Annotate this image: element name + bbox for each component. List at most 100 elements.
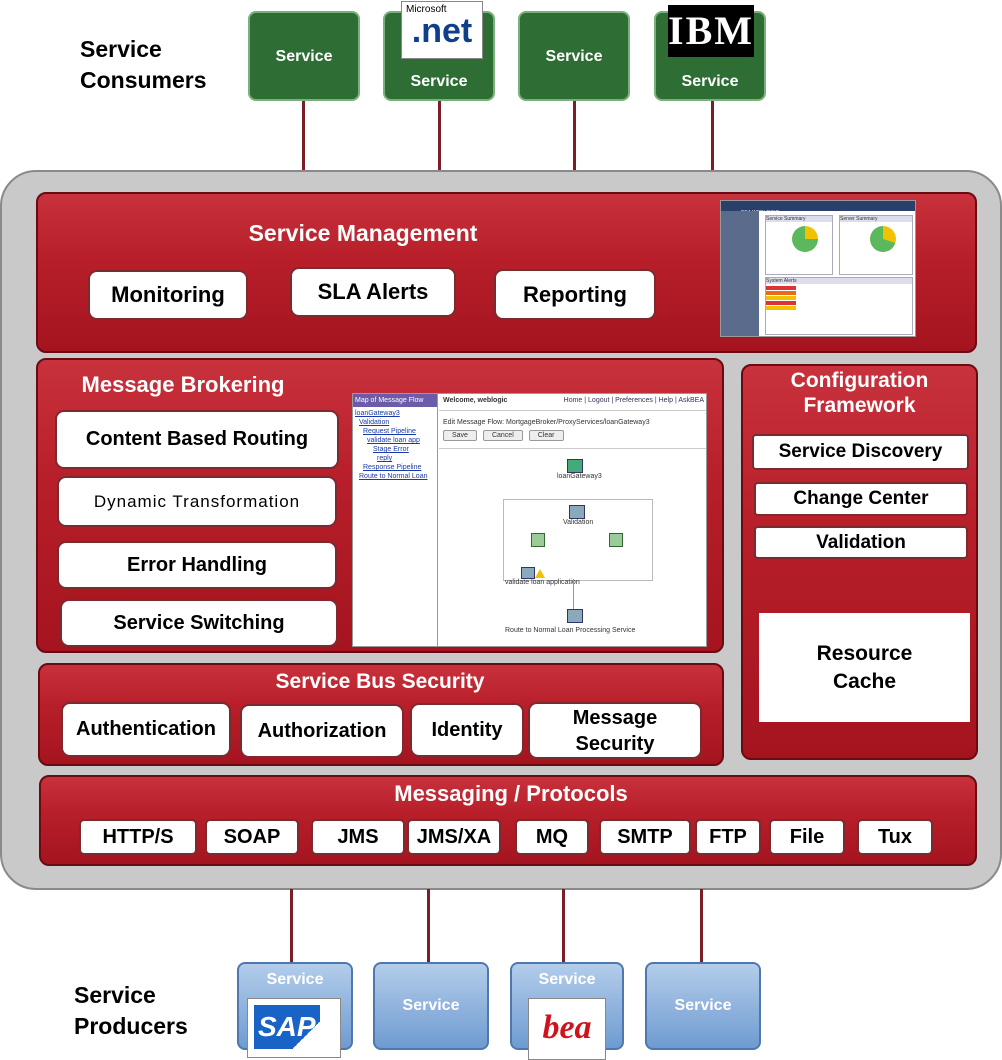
protocol-http-box: HTTP/S [79, 819, 197, 855]
dashboard-alerts: System Alerts [765, 277, 913, 335]
flow-node-icon [567, 609, 583, 623]
connector-line [427, 889, 430, 965]
content-based-routing-box: Content Based Routing [55, 410, 339, 469]
flow-tree-item[interactable]: loanGateway3 [355, 410, 400, 417]
producer-service-box: Service bea [510, 962, 624, 1060]
change-center-box: Change Center [754, 482, 968, 516]
monitoring-box: Monitoring [88, 270, 248, 320]
protocol-smtp-box: SMTP [599, 819, 691, 855]
dotnet-logo: Microsoft .net [401, 1, 483, 59]
producers-label: Service Producers [74, 982, 188, 1039]
flow-node-icon [569, 505, 585, 519]
consumers-label: Service Consumers [80, 36, 207, 93]
consumer-service-box: Service [518, 11, 630, 101]
flow-tree-item[interactable]: Request Pipeline [363, 428, 416, 435]
validation-box: Validation [754, 526, 968, 559]
service-label: Service [410, 73, 468, 90]
service-management-panel: Service Management Monitoring SLA Alerts… [36, 192, 977, 353]
dynamic-transformation-box: Dynamic Transformation [57, 476, 337, 527]
connector-line [711, 100, 714, 172]
producer-service-box: Service [373, 962, 489, 1050]
authorization-box: Authorization [240, 704, 404, 758]
flow-tree-item[interactable]: Validation [359, 419, 390, 426]
flow-connector [573, 579, 574, 609]
warning-icon [535, 569, 545, 578]
service-label: Service [681, 73, 739, 90]
dashboard-screenshot: BEA WEBLOGIC Service Summary Server Summ… [720, 200, 916, 337]
flow-tree-item[interactable]: reply [377, 455, 393, 462]
resource-cache-box: Resource Cache [759, 613, 970, 722]
cancel-button[interactable]: Cancel [482, 430, 523, 441]
flow-node-icon [521, 567, 535, 579]
dashboard-sidebar [721, 211, 759, 336]
protocol-tux-box: Tux [857, 819, 933, 855]
consumer-service-box: Microsoft .net Service [383, 1, 495, 101]
sap-logo-text: SAP [254, 1005, 320, 1049]
connector-line [302, 100, 305, 172]
service-label: Service [402, 997, 460, 1014]
service-label: Service [674, 997, 732, 1014]
messaging-protocols-title: Messaging / Protocols [394, 781, 628, 806]
authentication-box: Authentication [61, 702, 231, 757]
messaging-protocols-panel: Messaging / Protocols HTTP/S SOAP JMS JM… [39, 775, 977, 866]
error-handling-box: Error Handling [57, 541, 337, 589]
message-brokering-panel: Message Brokering Content Based Routing … [36, 358, 724, 653]
flow-tree-item[interactable]: Route to Normal Loan [359, 473, 428, 480]
edit-flow-title: Edit Message Flow: MortgageBroker/ProxyS… [443, 419, 650, 426]
flow-stage-box [503, 499, 653, 581]
flow-editor-pane: Welcome, weblogic Home | Logout | Prefer… [439, 394, 706, 646]
pie-chart [792, 226, 818, 252]
flow-node-label: loanGateway3 [557, 473, 602, 480]
flow-map-title: Map of Message Flow [353, 394, 437, 407]
editor-topbar: Welcome, weblogic Home | Logout | Prefer… [439, 394, 706, 411]
flow-node-label: Validation [563, 519, 594, 526]
ibm-logo: IBM [668, 5, 754, 57]
resource-cache-label: Resource Cache [816, 641, 913, 693]
service-switching-box: Service Switching [60, 599, 338, 647]
identity-box: Identity [410, 703, 524, 757]
service-discovery-box: Service Discovery [752, 434, 969, 470]
pie-chart [870, 226, 896, 252]
connector-line [438, 100, 441, 172]
flow-node-icon [567, 459, 583, 473]
protocol-jms-box: JMS [311, 819, 405, 855]
protocol-file-box: File [769, 819, 845, 855]
producer-service-box: Service [645, 962, 761, 1050]
flow-tree-item[interactable]: Stage Error [373, 446, 409, 453]
service-management-title: Service Management [248, 220, 478, 246]
flow-node-label: Route to Normal Loan Processing Service [505, 627, 636, 634]
bea-logo: bea [528, 998, 606, 1060]
dashboard-panel: Service Summary [765, 215, 833, 275]
dashboard-panel: Server Summary [839, 215, 913, 275]
protocol-mq-box: MQ [515, 819, 589, 855]
flow-node-icon [531, 533, 545, 547]
connector-line [700, 889, 703, 965]
sap-logo: SAP [247, 998, 341, 1058]
ibm-logo-text: IBM [668, 5, 754, 57]
protocol-soap-box: SOAP [205, 819, 299, 855]
flow-tree-item[interactable]: Response Pipeline [363, 464, 422, 471]
consumer-service-box: Service [248, 11, 360, 101]
clear-button[interactable]: Clear [528, 430, 564, 441]
message-brokering-title: Message Brokering [81, 372, 285, 397]
service-label: Service [545, 48, 603, 65]
connector-line [562, 889, 565, 965]
flow-tree-item[interactable]: validate loan app [367, 437, 420, 444]
sla-alerts-box: SLA Alerts [290, 267, 456, 317]
service-label: Service [275, 48, 333, 65]
configuration-framework-title: Configuration Framework [790, 369, 929, 417]
protocol-jmsxa-box: JMS/XA [407, 819, 501, 855]
connector-line [573, 100, 576, 172]
consumer-service-box: IBM Service [654, 5, 766, 101]
editor-buttons: Save Cancel Clear [439, 430, 706, 441]
flow-node-icon [609, 533, 623, 547]
connector-line [290, 889, 293, 965]
service-bus-security-title: Service Bus Security [275, 670, 485, 693]
service-label: Service [538, 971, 596, 988]
save-button[interactable]: Save [443, 430, 477, 441]
dashboard-header: BEA WEBLOGIC [721, 201, 915, 216]
dotnet-logo-vendor: Microsoft [406, 4, 447, 15]
